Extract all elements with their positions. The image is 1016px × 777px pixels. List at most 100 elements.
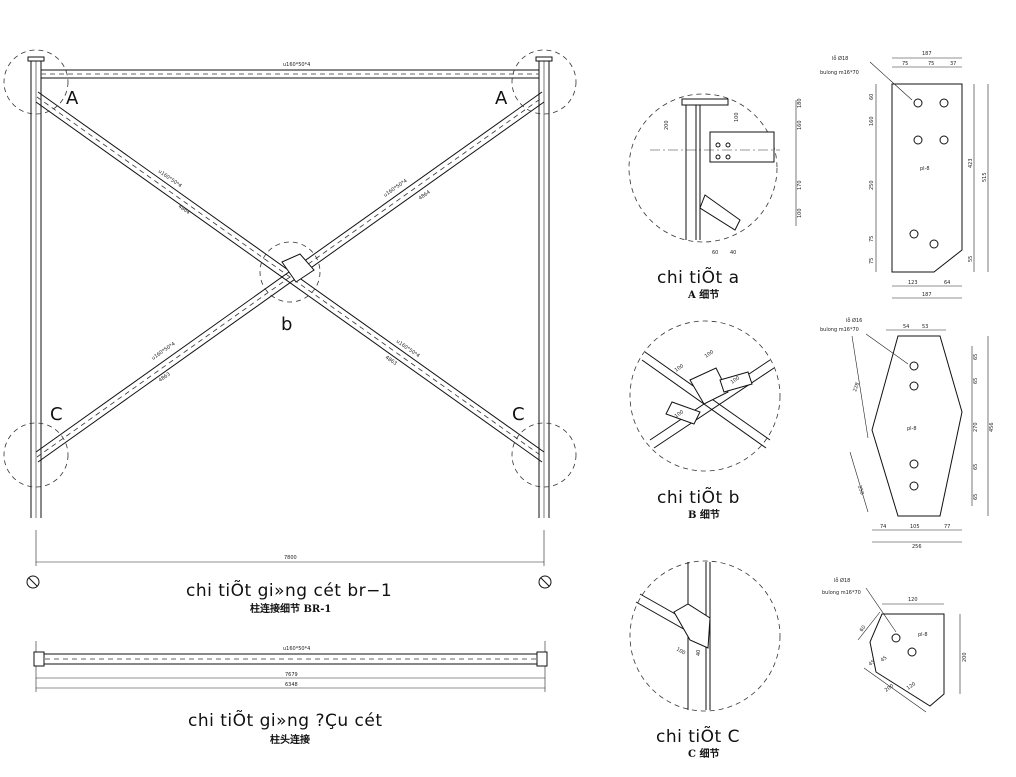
plate-c-dim-side-0: 200 bbox=[962, 652, 968, 662]
grid-bubble-right-mark bbox=[540, 577, 550, 587]
detail-a-plate: lỗ Ø18 bulong m16*70 pl-8 187 75 75 37 1… bbox=[820, 51, 989, 299]
plate-b-hole-3 bbox=[909, 459, 919, 469]
callout-circle-a-right bbox=[511, 49, 577, 115]
plate-b-leader bbox=[865, 333, 909, 365]
detail-a-dim-6: 100 bbox=[797, 208, 803, 218]
strut-end-plate-right bbox=[536, 651, 548, 667]
plate-b-bolt-note-1: lỗ Ø16 bbox=[846, 317, 862, 324]
detail-b: 100 100 100 100 chi tiÕt b B 细节 bbox=[629, 320, 781, 521]
plate-a-dim-side-4: 75 bbox=[869, 258, 875, 264]
plate-b-dim-bottom-3: 256 bbox=[912, 544, 922, 550]
grid-bubble-left bbox=[26, 575, 40, 589]
plate-b-outline bbox=[871, 335, 963, 517]
plate-a-dim-side-3: 75 bbox=[869, 236, 875, 242]
detail-b-plate: lỗ Ø16 bulong m16*70 pl-8 54 53 74 105 7… bbox=[820, 317, 995, 550]
plate-c-dim-side-1: 60 bbox=[859, 624, 868, 633]
detail-c-dim-1: 100 bbox=[675, 647, 686, 657]
plate-c-dim-side-3: 45 bbox=[880, 655, 889, 664]
detail-a-dim-8: 40 bbox=[730, 250, 736, 256]
plate-a-dim-side-5: 55 bbox=[968, 256, 974, 262]
detail-c-gusset bbox=[673, 603, 711, 649]
detail-b-dim-2: 100 bbox=[704, 349, 715, 359]
left-column-cap bbox=[27, 56, 45, 62]
plate-a-leader bbox=[869, 61, 913, 101]
plate-b-dim-slope-1 bbox=[851, 335, 869, 439]
callout-letter-c-left: C bbox=[50, 404, 63, 425]
plate-c-dim-side-5: 120 bbox=[906, 681, 917, 691]
detail-a-circle bbox=[628, 93, 778, 243]
callout-circle-c-left bbox=[3, 422, 69, 488]
detail-c-dim-2: 40 bbox=[696, 650, 702, 656]
plate-b-dim-side-6: 228 bbox=[852, 382, 861, 393]
plate-a-dim-top-2-text: 75 bbox=[928, 61, 934, 67]
detail-b-splice-1 bbox=[665, 401, 701, 425]
plate-b-dim-top-1: 53 bbox=[922, 324, 928, 330]
detail-a-dim-5: 170 bbox=[797, 180, 803, 190]
plate-b-dim-side-0: 65 bbox=[973, 354, 979, 360]
detail-a: 200 100 180 160 170 100 60 40 chi tiÕt a… bbox=[628, 93, 803, 301]
detail-b-subtitle: B 细节 bbox=[688, 508, 720, 521]
callout-letter-a-left: A bbox=[66, 88, 79, 109]
right-column-cap bbox=[535, 56, 553, 62]
plate-a-bolt-note-1: lỗ Ø18 bbox=[832, 55, 848, 62]
plate-a-hole-4 bbox=[939, 135, 949, 145]
plate-a-hole-6 bbox=[929, 239, 939, 249]
plate-c-dim-top-0: 120 bbox=[908, 597, 918, 603]
plate-c-dim-side-4: 200 bbox=[884, 683, 895, 693]
plate-a-dim-side-6: 423 bbox=[968, 158, 974, 168]
plate-b-dim-side-4: 65 bbox=[973, 494, 979, 500]
plate-c-dim-side-2: 45 bbox=[868, 659, 877, 668]
plate-a-dim-bottom-0: 123 bbox=[908, 280, 918, 286]
main-elevation-subtitle: 柱连接细节 BR-1 bbox=[250, 602, 331, 615]
plate-a-bolt-note-2: bulong m16*70 bbox=[820, 70, 859, 76]
plate-b-dim-slope-2 bbox=[849, 451, 869, 513]
plate-a-hole-1 bbox=[913, 98, 923, 108]
grid-bubble-right bbox=[538, 575, 552, 589]
detail-c-plate: lỗ Ø18 bulong m16*70 pl-8 120 200 60 45 … bbox=[822, 577, 968, 713]
callout-letter-b: b bbox=[281, 314, 292, 335]
strut-title: chi tiÕt gi»ng ?Çu cét bbox=[188, 709, 383, 731]
detail-c-title: chi tiÕt C bbox=[656, 725, 740, 747]
strut-beam-label: u160*50*4 bbox=[283, 646, 310, 652]
detail-b-dim-3: 100 bbox=[674, 409, 685, 419]
callout-circle-a-left bbox=[3, 49, 69, 115]
plate-c-outline bbox=[869, 613, 945, 707]
plate-b-label: pl-8 bbox=[907, 426, 917, 432]
plate-c-dim-bottom-slope bbox=[863, 667, 927, 713]
plate-b-hole-1 bbox=[909, 361, 919, 371]
plate-a-label: pl-8 bbox=[920, 166, 930, 172]
detail-a-bolt-4 bbox=[725, 154, 731, 160]
span-dimension-text: 7800 bbox=[284, 555, 297, 561]
detail-c: 100 40 chi tiÕt C C 细节 bbox=[629, 560, 781, 760]
plate-c-leader bbox=[865, 587, 897, 633]
brace-2-centerline bbox=[36, 96, 544, 458]
plate-c-dim-slope bbox=[857, 611, 881, 641]
detail-a-bolt-2 bbox=[725, 142, 731, 148]
plate-b-dim-bottom-1: 105 bbox=[910, 524, 920, 530]
plate-a-hole-3 bbox=[913, 135, 923, 145]
plate-a-hole-2 bbox=[939, 98, 949, 108]
plate-a-dim-top-1: 75 bbox=[902, 61, 908, 67]
plate-c-hole-2 bbox=[907, 647, 917, 657]
strut-dim-2: 6348 bbox=[285, 682, 298, 688]
plate-b-dim-side-3: 65 bbox=[973, 464, 979, 470]
center-gusset-plate bbox=[281, 253, 315, 283]
detail-b-dim-4: 100 bbox=[730, 375, 741, 385]
detail-c-circle bbox=[629, 560, 781, 712]
plate-a-dim-side-2: 250 bbox=[869, 180, 875, 190]
callout-letter-a-right: A bbox=[495, 88, 508, 109]
plate-a-dim-side-0: 60 bbox=[869, 94, 875, 100]
plate-a-dim-top-0: 187 bbox=[922, 51, 932, 57]
detail-a-dim-4: 160 bbox=[797, 120, 803, 130]
plate-b-hole-4 bbox=[909, 481, 919, 491]
grid-bubble-left-mark bbox=[28, 577, 38, 587]
plate-a-dim-top-3: 37 bbox=[950, 61, 956, 67]
detail-a-bolt-3 bbox=[715, 154, 721, 160]
callout-circle-c-right bbox=[511, 422, 577, 488]
plate-c-hole-1 bbox=[891, 633, 901, 643]
plate-a-dim-bottom-2-text: 187 bbox=[922, 292, 932, 298]
detail-b-brace-2b bbox=[653, 367, 775, 449]
brace-label-3: u160*50*4 bbox=[151, 341, 177, 362]
